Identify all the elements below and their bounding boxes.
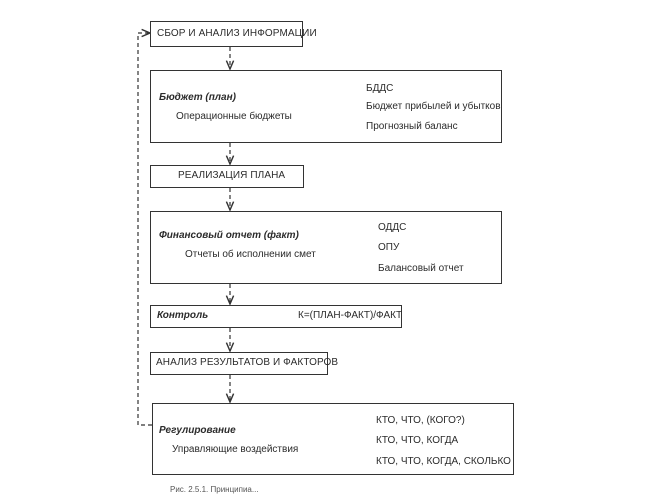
step-report-subtitle: Отчеты об исполнении смет	[185, 249, 316, 260]
report-item-odds: ОДДС	[378, 222, 407, 233]
regulation-item-1: КТО, ЧТО, (КОГО?)	[376, 415, 465, 426]
step-control-formula: К=(ПЛАН-ФАКТ)/ФАКТ	[298, 310, 403, 321]
regulation-item-3: КТО, ЧТО, КОГДА, СКОЛЬКО	[376, 456, 511, 467]
step-budget-subtitle: Операционные бюджеты	[176, 111, 292, 122]
step-control-title: Контроль	[157, 310, 209, 321]
step-implement-box	[150, 165, 304, 188]
step-collect-title: СБОР И АНАЛИЗ ИНФОРМАЦИИ	[157, 28, 317, 39]
step-report-box	[150, 211, 502, 284]
budget-item-pnl: Бюджет прибылей и убытков	[366, 101, 501, 112]
report-item-opu: ОПУ	[378, 242, 400, 253]
step-regulation-subtitle: Управляющие воздействия	[172, 444, 299, 455]
report-item-balance: Балансовый отчет	[378, 263, 464, 274]
budget-item-bdds: БДДС	[366, 83, 394, 94]
step-analysis-box	[150, 352, 328, 375]
feedback-loop-line	[137, 33, 152, 426]
figure-caption: Рис. 2.5.1. Принципиа...	[170, 485, 259, 494]
budget-item-balance: Прогнозный баланс	[366, 121, 458, 132]
step-budget-box	[150, 70, 502, 143]
regulation-item-2: КТО, ЧТО, КОГДА	[376, 435, 459, 446]
step-regulation-box	[152, 403, 514, 475]
step-implement-title: РЕАЛИЗАЦИЯ ПЛАНА	[178, 170, 286, 181]
step-collect-box	[150, 21, 303, 47]
step-analysis-title: АНАЛИЗ РЕЗУЛЬТАТОВ И ФАКТОРОВ	[156, 357, 339, 368]
step-control-box	[150, 305, 402, 328]
step-report-title: Финансовый отчет (факт)	[159, 230, 299, 241]
step-regulation-title: Регулирование	[159, 425, 236, 436]
step-budget-title: Бюджет (план)	[159, 92, 236, 103]
